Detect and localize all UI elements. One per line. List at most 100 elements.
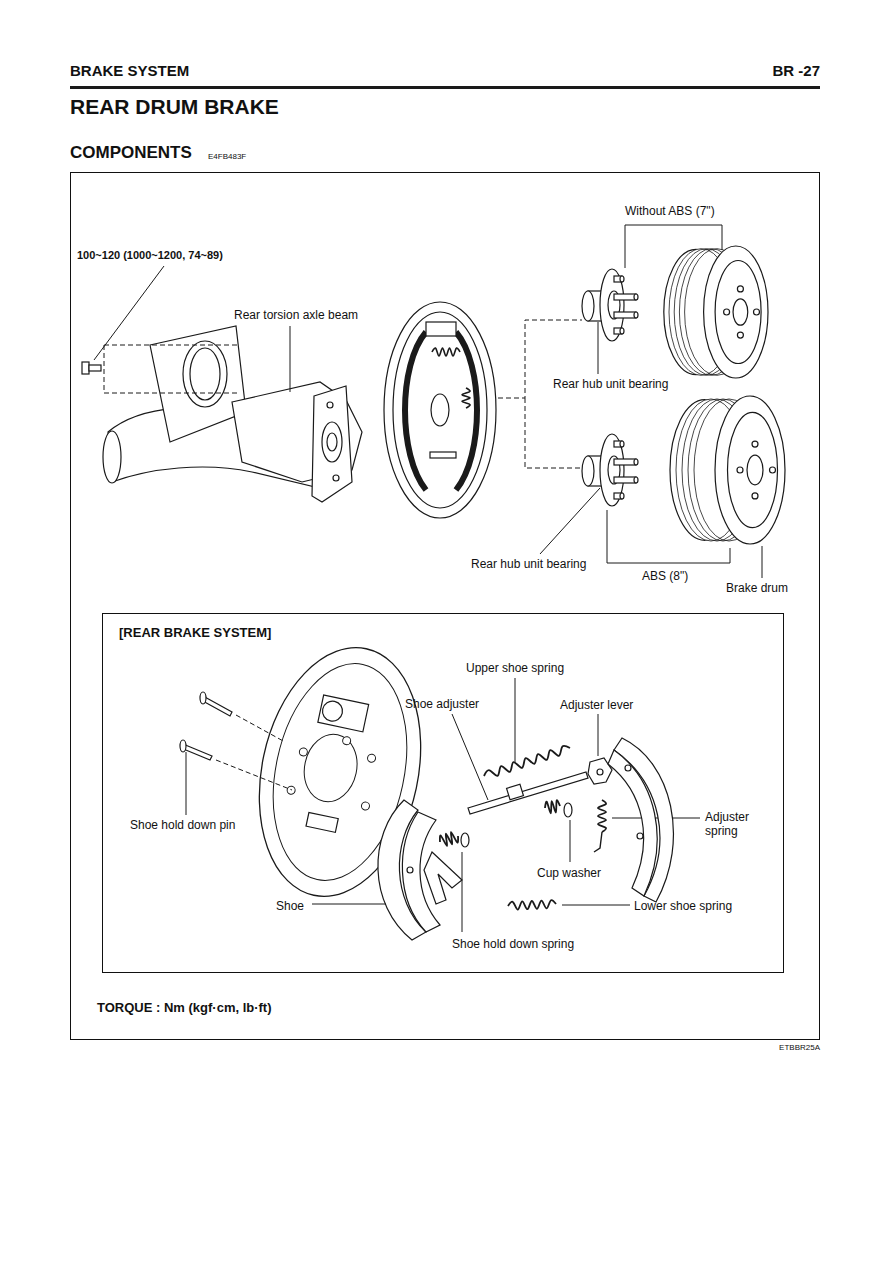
- hub-flange: [600, 269, 624, 341]
- drum-bolt-hole: [754, 309, 760, 315]
- pin-head: [180, 740, 186, 752]
- plate-hole: [286, 785, 295, 794]
- leader-line: [186, 752, 187, 815]
- drum-face: [715, 396, 785, 544]
- parking-lever: [424, 852, 462, 904]
- upper-shoe-spring: [484, 746, 570, 776]
- stud-tip: [620, 328, 624, 334]
- plate-bolt-hole: [327, 402, 333, 408]
- center-hole: [298, 729, 363, 806]
- plate-hole: [342, 736, 351, 745]
- dimension-label: Without ABS (7"): [625, 204, 715, 218]
- hub-flange: [600, 434, 624, 506]
- drum-face-inner: [728, 412, 778, 527]
- backing-plate: [384, 302, 496, 518]
- wheel-stud: [614, 312, 636, 318]
- dashed-guide: [104, 345, 238, 346]
- dimension-label: ABS (8"): [642, 569, 688, 583]
- leader-line: [94, 266, 164, 360]
- hub-bearing-end: [582, 456, 594, 486]
- stud-tip: [634, 459, 638, 465]
- spindle-hole: [327, 433, 337, 451]
- drum-bolt-hole: [737, 332, 743, 338]
- plate-hole: [361, 801, 370, 810]
- bracket-bushing-inner: [190, 348, 220, 400]
- adjuster-spring: [462, 388, 470, 408]
- shoe-hole: [637, 833, 643, 839]
- part-label: Brake drum: [726, 581, 788, 595]
- frame-heading: TORQUE : Nm (kgf·cm, lb·ft): [97, 1000, 272, 1016]
- part-label: Rear torsion axle beam: [234, 308, 358, 322]
- drum-bolt-hole: [752, 441, 758, 447]
- backing-plate-exploded: [238, 633, 443, 912]
- part-label: Shoe adjuster: [405, 697, 479, 711]
- drum-center-hole: [747, 455, 763, 485]
- dashed-guide: [236, 715, 285, 742]
- wheel-stud: [614, 294, 636, 300]
- torque-value: 100~120 (1000~1200, 74~89): [77, 249, 223, 262]
- cup-washer: [564, 803, 572, 817]
- brake-shoe: [405, 332, 426, 490]
- plate-hole: [299, 747, 308, 756]
- cup-washer: [461, 833, 469, 847]
- stud-tip: [634, 294, 638, 300]
- axle-tube-end: [103, 431, 121, 483]
- part-label: Adjuster lever: [560, 698, 633, 712]
- shoe-adjuster: [468, 772, 588, 814]
- brake-shoe: [456, 332, 477, 490]
- drum-center-hole: [733, 299, 748, 325]
- stud-tip: [620, 441, 624, 447]
- drum-bolt-hole: [770, 467, 776, 473]
- leader-line: [452, 714, 488, 800]
- dashed-guide: [525, 398, 588, 468]
- drum-bolt-hole: [752, 493, 758, 499]
- bolt-shank: [89, 365, 101, 371]
- spindle-flange: [322, 422, 342, 462]
- adjuster-wheel: [507, 784, 524, 800]
- leader-line: [540, 488, 600, 554]
- dashed-guide: [216, 760, 292, 790]
- part-label: Shoe hold down spring: [452, 937, 574, 951]
- inset-frame: [REAR BRAKE SYSTEM]: [102, 613, 784, 973]
- wheel-cylinder: [426, 322, 456, 336]
- plate-bolt-hole: [333, 475, 339, 481]
- part-label: Lower shoe spring: [634, 899, 732, 913]
- stud-tip: [634, 477, 638, 483]
- stud-tip: [620, 493, 624, 499]
- part-label: Cup washer: [537, 866, 601, 880]
- document-code: E4FB483F: [208, 152, 246, 162]
- backing-plate: [238, 633, 443, 912]
- leader-line: [570, 820, 571, 862]
- return-spring: [432, 348, 460, 356]
- part-label: Upper shoe spring: [466, 661, 564, 675]
- plate-hole: [367, 754, 376, 763]
- adjuster-spring: [598, 800, 606, 832]
- backing-plate-rim: [393, 312, 487, 508]
- page-number: BR -27: [772, 62, 820, 80]
- hold-down-spring: [440, 832, 458, 846]
- adjuster: [430, 452, 456, 458]
- page-title: REAR DRUM BRAKE: [70, 94, 279, 119]
- drum-bolt-hole: [737, 467, 743, 473]
- part-label: Rear hub unit bearing: [471, 557, 586, 571]
- leader-line: [762, 546, 763, 578]
- subsection-heading: COMPONENTS: [70, 143, 192, 163]
- figure-code: ETBBR25A: [779, 1043, 820, 1053]
- leader-line: [598, 322, 599, 374]
- shoe-hole: [625, 765, 631, 771]
- leader-line: [312, 904, 386, 905]
- hold-down-spring: [545, 800, 560, 813]
- dimension-bracket: [625, 225, 722, 268]
- anchor-block: [306, 812, 338, 832]
- dimension-bracket: [607, 510, 730, 563]
- bolt-head: [82, 362, 89, 374]
- leader-line: [562, 905, 630, 906]
- shoe-web: [608, 750, 657, 896]
- bracket-bushing: [183, 341, 227, 407]
- part-label: Adjuster spring: [705, 810, 769, 839]
- header-rule: [70, 86, 820, 89]
- frame-heading: [REAR BRAKE SYSTEM]: [119, 625, 271, 641]
- leader-line: [462, 852, 463, 932]
